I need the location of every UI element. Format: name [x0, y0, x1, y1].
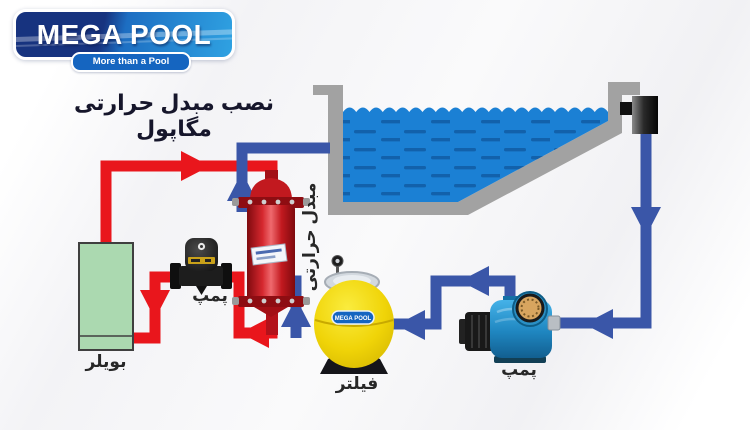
filter-brand-text: MEGA POOL	[335, 316, 372, 322]
heat-exchanger	[232, 170, 310, 335]
logo-tagline: More than a Pool	[71, 52, 191, 72]
flange-bolt	[232, 297, 239, 305]
pump-motor	[465, 312, 498, 351]
flow-arrow-up	[227, 172, 257, 201]
skimmer-body	[632, 96, 658, 134]
flow-arrow-right	[181, 151, 210, 181]
pump-dial-center	[200, 245, 203, 248]
pool-pump	[459, 291, 561, 363]
pump-drain	[196, 286, 207, 295]
pipe-pool-to-pump	[555, 130, 652, 329]
flow-arrow-up	[281, 298, 311, 327]
flange-bolt	[247, 199, 253, 205]
cold-flow-arrows	[227, 172, 661, 340]
pool-wall	[328, 95, 622, 215]
flange-bolt	[303, 198, 310, 206]
hot-flow-arrows	[140, 151, 269, 348]
exchanger-label	[250, 243, 288, 266]
filter-label: فیلتر	[335, 374, 379, 393]
flow-arrow-left	[240, 318, 269, 348]
filter-seam	[314, 319, 394, 327]
exchanger-bottom-cone	[254, 307, 288, 317]
flow-arrow-left	[396, 310, 425, 340]
pump-inlet-port	[547, 315, 561, 331]
flange-bolt	[303, 297, 310, 305]
flange-bolt	[261, 298, 267, 304]
pool-pump-label: پمپ	[501, 360, 537, 379]
pressure-gauge-face	[335, 258, 340, 264]
logo-badge: MEGA POOL	[13, 9, 235, 60]
exchanger-dome	[250, 178, 292, 200]
sand-filter: MEGA POOL	[314, 255, 394, 374]
filter-brand-badge	[331, 310, 375, 325]
logo-brand-text: MEGA POOL	[36, 18, 212, 50]
pool-water-texture	[343, 116, 608, 202]
pump-flange-right	[221, 263, 232, 289]
brand-logo: MEGA POOL More than a Pool	[13, 9, 235, 72]
flange-bolt	[275, 298, 281, 304]
heat-exchanger-label: مبدل حرارتی	[300, 182, 319, 292]
pool-gutter-left	[313, 85, 343, 95]
circulation-pump	[170, 238, 232, 295]
skimmer	[620, 96, 658, 134]
exchanger-flange-bottom	[238, 296, 304, 307]
pool-cross-section	[313, 82, 640, 215]
flange-bolt	[247, 298, 253, 304]
flow-arrow-down	[140, 290, 170, 319]
page-title: نصب مبدل حرارتی مگاپول	[73, 90, 275, 141]
pump-label-mark	[191, 259, 200, 262]
flange-bolt	[289, 298, 295, 304]
skimmer-neck	[620, 102, 634, 115]
flange-bolt	[275, 199, 281, 205]
circulation-pump-label: پمپ	[192, 286, 228, 305]
pump-flange-left	[170, 263, 181, 289]
flange-bolt	[289, 199, 295, 205]
pool-gutter-right	[608, 82, 640, 95]
flow-arrow-down	[631, 207, 661, 236]
pump-volute	[179, 266, 223, 286]
boiler	[78, 242, 134, 351]
flange-bolt	[261, 199, 267, 205]
flow-arrow-left	[584, 309, 613, 339]
flow-arrow-left	[460, 266, 489, 296]
flange-bolt	[232, 198, 239, 206]
pump-label-strip	[188, 257, 215, 264]
pump-label-mark	[205, 259, 211, 262]
gauge-stem	[336, 263, 339, 274]
strainer-lid-grip	[520, 298, 540, 318]
boiler-label: بویلر	[85, 352, 127, 371]
